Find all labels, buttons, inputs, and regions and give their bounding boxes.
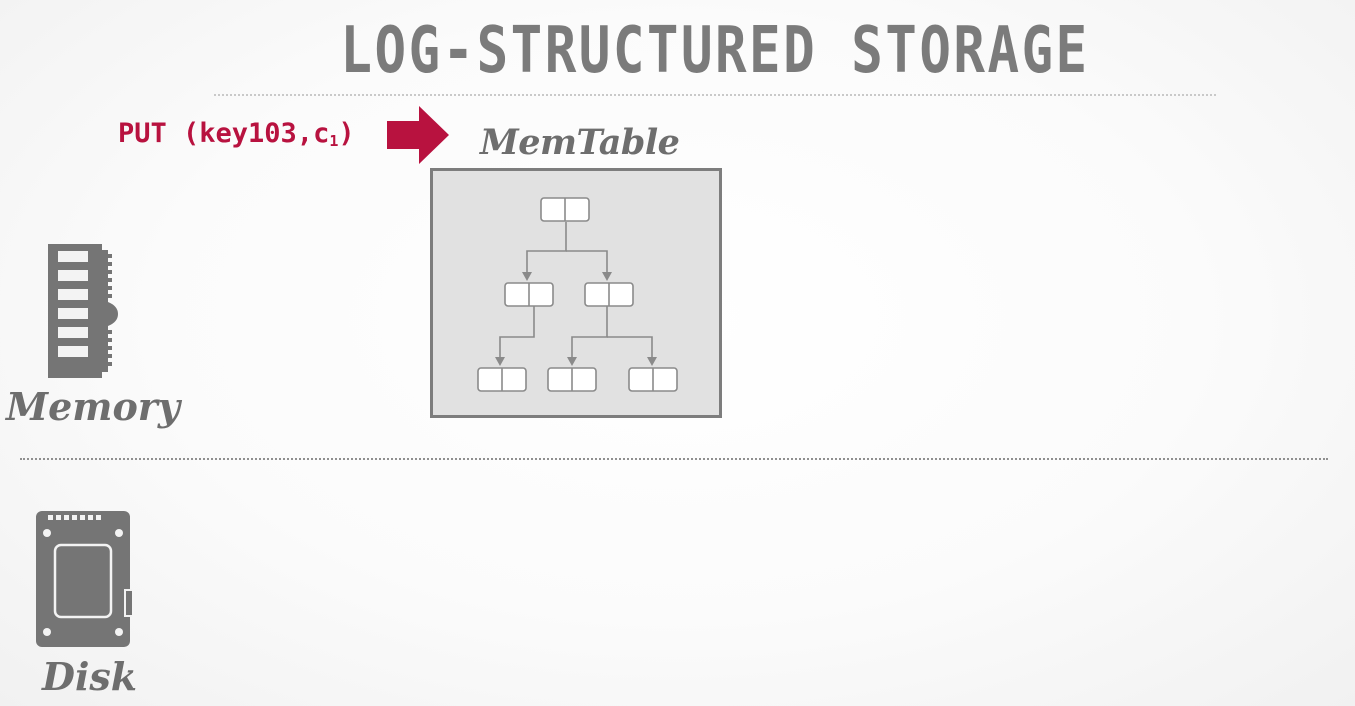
ssd-drive-icon — [36, 511, 132, 647]
put-operation-close: ) — [338, 118, 355, 149]
put-arrow-icon — [387, 106, 449, 164]
put-operation-subscript: 1 — [329, 132, 339, 150]
title-divider — [214, 94, 1216, 96]
put-operation: PUT (key103,c1) — [118, 118, 355, 150]
memory-label: Memory — [6, 384, 180, 429]
disk-label: Disk — [42, 654, 138, 699]
ram-stick-icon — [48, 244, 118, 378]
put-operation-text: PUT (key103,c — [118, 118, 330, 149]
memtable-box — [430, 168, 722, 418]
memory-disk-divider — [20, 458, 1328, 460]
memtable-tree-diagram — [477, 197, 678, 392]
memtable-label: MemTable — [480, 122, 680, 163]
slide-title: LOG-STRUCTURED STORAGE — [340, 14, 1090, 88]
